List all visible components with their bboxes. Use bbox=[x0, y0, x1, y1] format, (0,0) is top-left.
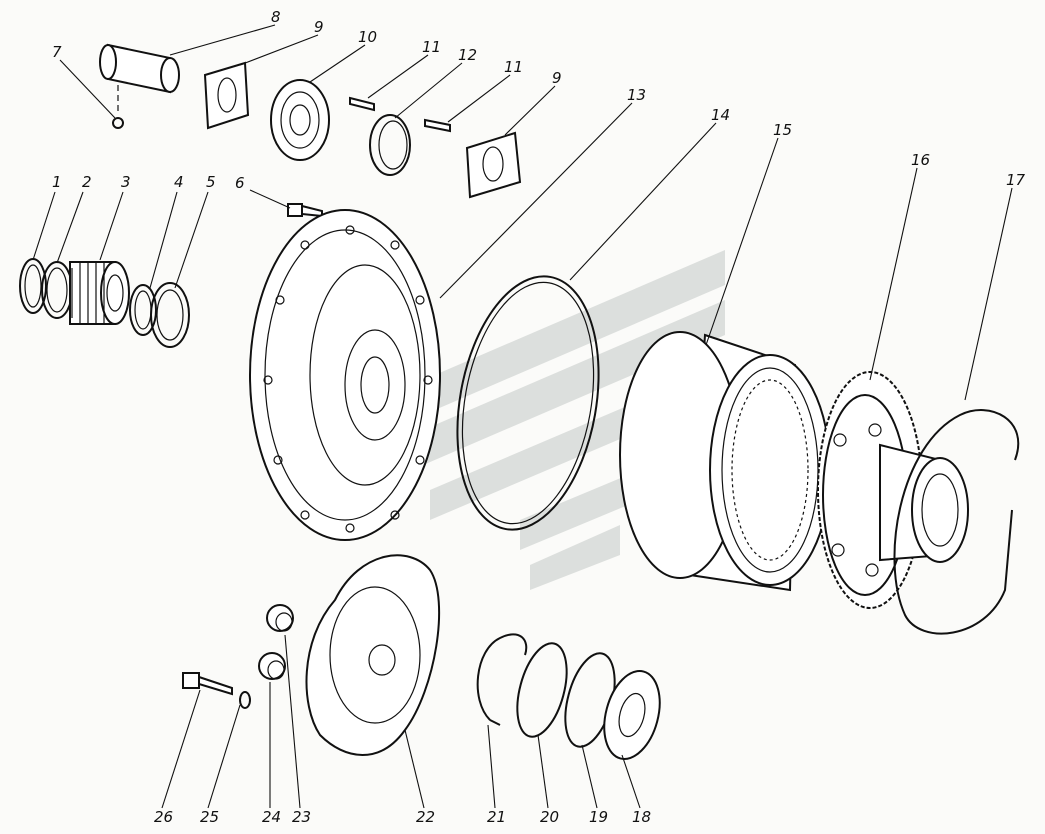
callout-20: 20 bbox=[540, 808, 559, 826]
callout-labels: 1 2 3 4 5 6 7 8 9 10 11 12 11 9 13 14 15… bbox=[52, 8, 1026, 826]
callout-6: 6 bbox=[235, 174, 245, 192]
part-13-housing-disc bbox=[249, 209, 441, 541]
callout-19: 19 bbox=[589, 808, 608, 826]
part-11-pin-left bbox=[349, 96, 375, 112]
part-9-plate-left bbox=[203, 61, 250, 130]
callout-14: 14 bbox=[711, 106, 730, 124]
callout-2: 2 bbox=[82, 173, 92, 191]
part-23-plug bbox=[266, 604, 294, 632]
part-2-ring bbox=[41, 261, 73, 319]
part-6-bolt bbox=[287, 203, 323, 218]
part-25-lock-washer bbox=[239, 691, 251, 709]
callout-4: 4 bbox=[174, 173, 184, 191]
part-7-ball bbox=[112, 117, 124, 129]
callout-9-left: 9 bbox=[314, 18, 324, 36]
callout-1: 1 bbox=[52, 173, 62, 191]
part-11-pin-right bbox=[424, 118, 451, 133]
part-26-bolt bbox=[182, 672, 233, 696]
part-21-snap-ring bbox=[476, 633, 528, 726]
callout-22: 22 bbox=[416, 808, 435, 826]
callout-23: 23 bbox=[292, 808, 311, 826]
callout-11-right: 11 bbox=[504, 58, 523, 76]
callout-21: 21 bbox=[487, 808, 506, 826]
callout-3: 3 bbox=[121, 173, 131, 191]
part-18-flange bbox=[603, 670, 661, 760]
callout-5: 5 bbox=[206, 173, 216, 191]
part-8-pin bbox=[99, 43, 180, 94]
part-3-small-gear bbox=[69, 261, 130, 325]
callout-16: 16 bbox=[911, 151, 930, 169]
callout-9-right: 9 bbox=[552, 69, 562, 87]
callout-7: 7 bbox=[52, 43, 62, 61]
callout-12: 12 bbox=[458, 46, 477, 64]
part-20-ring bbox=[516, 642, 568, 738]
part-12-seal-ring bbox=[369, 114, 411, 176]
callout-25: 25 bbox=[200, 808, 219, 826]
callout-26: 26 bbox=[154, 808, 173, 826]
callout-24: 24 bbox=[262, 808, 281, 826]
part-5-washer bbox=[150, 282, 190, 348]
callout-18: 18 bbox=[632, 808, 651, 826]
leader-lines bbox=[32, 24, 1013, 809]
part-9-plate-right bbox=[465, 131, 522, 199]
part-22-cover-plate bbox=[305, 554, 441, 756]
part-15-ring-gear-drum bbox=[619, 331, 831, 592]
part-24-plug bbox=[258, 652, 286, 680]
callout-10: 10 bbox=[358, 28, 377, 46]
callout-13: 13 bbox=[627, 86, 646, 104]
callout-11-left: 11 bbox=[422, 38, 441, 56]
callout-15: 15 bbox=[773, 121, 792, 139]
part-17-snap-ring bbox=[893, 409, 1020, 635]
callout-17: 17 bbox=[1006, 171, 1026, 189]
part-16-hub-gear bbox=[817, 371, 969, 609]
part-10-gear bbox=[270, 79, 330, 161]
callout-8: 8 bbox=[271, 8, 281, 26]
part-14-o-ring bbox=[456, 275, 600, 531]
